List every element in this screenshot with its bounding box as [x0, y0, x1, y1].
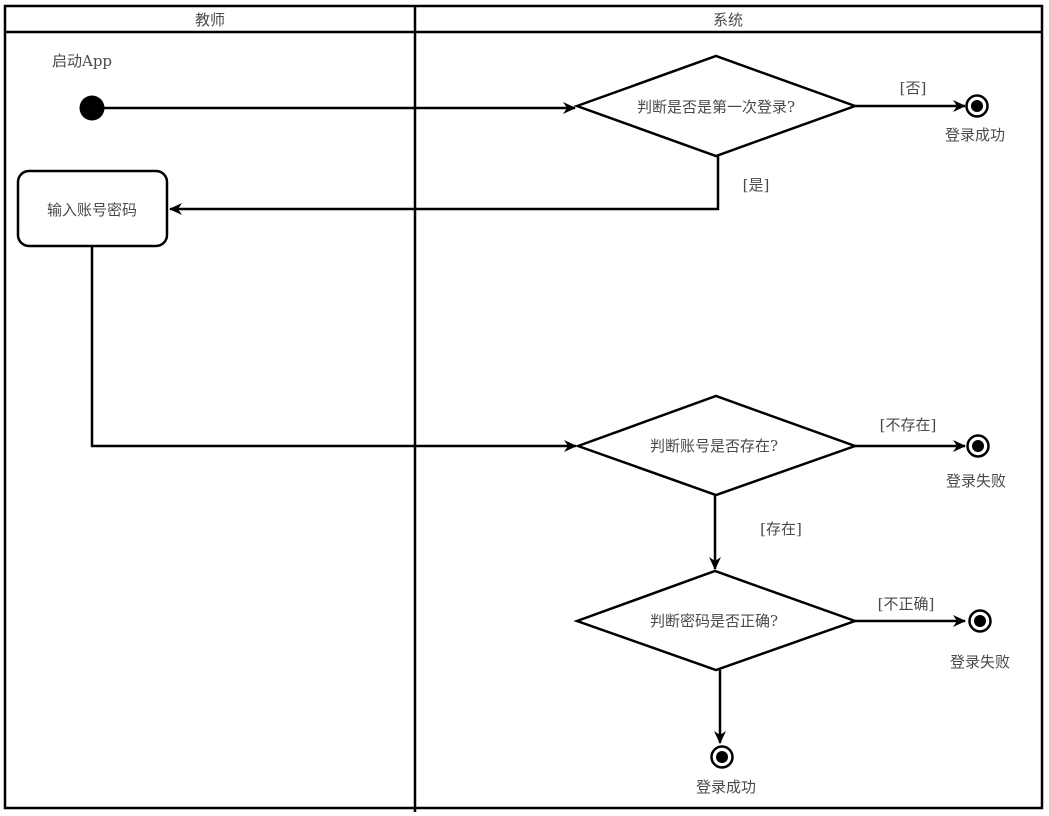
final-node-dot	[716, 751, 728, 763]
final-node-fail-2[interactable]: 登录失败	[950, 609, 1010, 672]
final-node-success-2-label: 登录成功	[696, 778, 756, 796]
guard-exists: [存在]	[760, 520, 802, 538]
lane-header-system: 系统	[713, 11, 743, 29]
decision-password-correct-label: 判断密码是否正确?	[650, 612, 778, 630]
action-input-credentials-label: 输入账号密码	[47, 201, 137, 219]
final-node-success-2[interactable]: 登录成功	[696, 745, 756, 797]
final-node-fail-1[interactable]: 登录失败	[946, 434, 1006, 491]
final-node-fail-2-label: 登录失败	[950, 653, 1010, 671]
guard-no: [否]	[900, 79, 927, 97]
final-node-fail-1-label: 登录失败	[946, 472, 1006, 490]
guard-yes: [是]	[743, 176, 770, 194]
guard-incorrect: [不正确]	[878, 595, 935, 613]
decision-first-login-label: 判断是否是第一次登录?	[637, 98, 795, 116]
edge-first-login-yes	[169, 156, 720, 215]
final-node-dot	[971, 100, 983, 112]
guard-not-exists: [不存在]	[880, 416, 937, 434]
decision-account-exists-label: 判断账号是否存在?	[650, 437, 778, 455]
final-node-dot	[974, 615, 986, 627]
lane-header-teacher: 教师	[195, 11, 225, 29]
final-node-success-1-label: 登录成功	[945, 126, 1005, 144]
edge-input-to-account-exists	[90, 246, 577, 452]
initial-node-dot	[79, 95, 105, 121]
final-node-success-1[interactable]: 登录成功	[945, 94, 1005, 145]
pool-border	[3, 4, 1044, 810]
action-input-credentials[interactable]: 输入账号密码	[16, 169, 169, 248]
final-node-dot	[972, 440, 984, 452]
initial-node[interactable]: 启动App	[52, 52, 112, 121]
swimlane-pool: 教师 系统	[3, 4, 1044, 812]
initial-node-label: 启动App	[52, 52, 112, 70]
